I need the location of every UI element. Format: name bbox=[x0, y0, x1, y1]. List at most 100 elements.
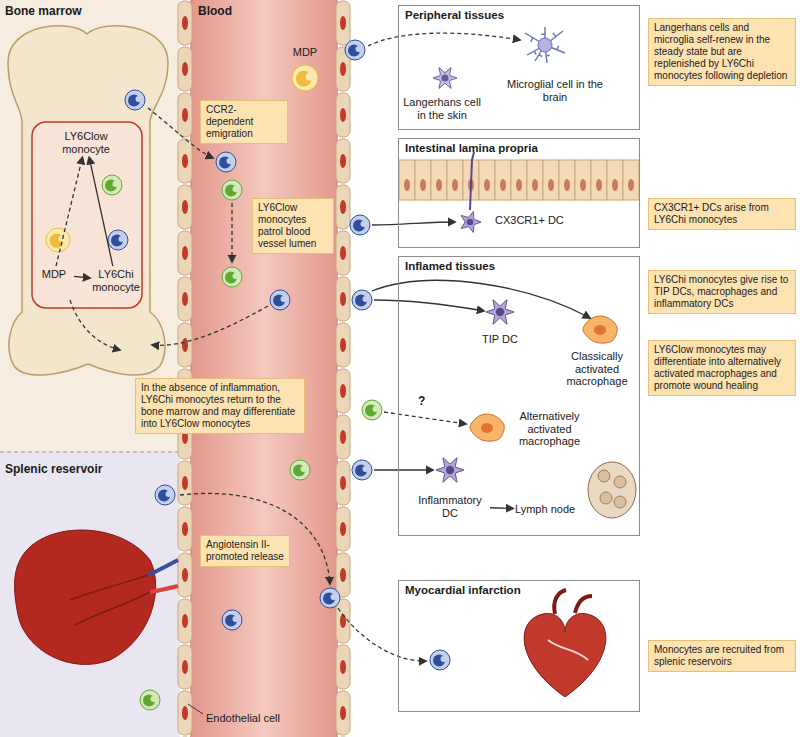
flow-arrow bbox=[372, 280, 590, 318]
endothelial-nucleus bbox=[340, 246, 346, 260]
cell-label: CX3CR1+ DC bbox=[495, 214, 564, 227]
endothelial-cell bbox=[336, 691, 350, 735]
note-box: LY6Chi monocytes give rise to TIP DCs, m… bbox=[648, 270, 796, 314]
macrophage bbox=[583, 316, 617, 343]
cell-label: TIP DC bbox=[478, 333, 522, 346]
node-text: LY6Chi monocyte bbox=[92, 268, 140, 293]
endothelial-cell bbox=[178, 553, 192, 597]
epithelial-cell bbox=[623, 160, 639, 200]
node-text: CCR2-dependent emigration bbox=[206, 104, 282, 140]
node-text: Angiotensin II-promoted release bbox=[206, 539, 284, 563]
illustration-layer bbox=[0, 0, 639, 737]
dendritic-cell bbox=[433, 68, 457, 89]
epithelial-cell bbox=[607, 160, 623, 200]
epithelial-nucleus bbox=[628, 179, 634, 191]
cell-label: LY6Clow monocyte bbox=[46, 130, 126, 155]
spleen bbox=[15, 530, 156, 664]
epithelial-nucleus bbox=[500, 179, 506, 191]
endothelial-nucleus bbox=[340, 706, 346, 720]
question-mark: ? bbox=[418, 394, 425, 408]
endothelial-cell bbox=[336, 369, 350, 413]
note-box: In the absence of inflammation, LY6Chi m… bbox=[135, 378, 305, 434]
epithelial-cell bbox=[495, 160, 511, 200]
monocyte bbox=[345, 40, 365, 60]
epithelial-cell bbox=[511, 160, 527, 200]
monocyte bbox=[352, 460, 372, 480]
endothelial-cell bbox=[178, 691, 192, 735]
lymph-follicle bbox=[600, 492, 612, 504]
node-text: Inflamed tissues bbox=[399, 257, 639, 275]
node-text: Microglial cell in the brain bbox=[500, 78, 610, 103]
epithelial-cell bbox=[543, 160, 559, 200]
monocyte bbox=[270, 290, 290, 310]
cell-label: Lymph node bbox=[515, 503, 575, 516]
flow-arrow bbox=[372, 222, 455, 225]
note-box: Monocytes are recruited from splenic res… bbox=[648, 640, 796, 672]
progenitor-cell bbox=[46, 228, 70, 252]
endothelial-nucleus bbox=[340, 430, 346, 444]
node-text: Inflammatory DC bbox=[412, 494, 488, 519]
endothelial-cell bbox=[178, 323, 192, 367]
note-box: CX3CR1+ DCs arise from LY6Chi monocytes bbox=[648, 198, 796, 230]
endothelial-cell bbox=[336, 323, 350, 367]
lymph-node bbox=[588, 462, 636, 518]
monocyte bbox=[320, 588, 340, 608]
note-box: LY6Clow monocytes patrol blood vessel lu… bbox=[252, 198, 334, 254]
node-text: MDP bbox=[275, 46, 335, 59]
endothelial-nucleus bbox=[182, 660, 188, 674]
node-text: In the absence of inflammation, LY6Chi m… bbox=[141, 382, 299, 430]
endothelial-cell bbox=[178, 139, 192, 183]
epithelial-cell bbox=[399, 160, 415, 200]
connector bbox=[490, 507, 513, 509]
macrophage bbox=[470, 414, 504, 441]
monocyte bbox=[352, 290, 372, 310]
heart-vessels bbox=[554, 590, 592, 614]
node-text: LY6Clow monocytes patrol blood vessel lu… bbox=[258, 202, 328, 250]
endothelial-nucleus bbox=[182, 522, 188, 536]
node-text: Classically activated macrophage bbox=[556, 350, 638, 388]
node-text: Langerhans cells and microglia self-rene… bbox=[654, 22, 790, 82]
endothelial-nucleus bbox=[340, 108, 346, 122]
endothelial-nucleus bbox=[340, 62, 346, 76]
node-text: Alternatively activated macrophage bbox=[507, 410, 592, 448]
epithelial-cell bbox=[431, 160, 447, 200]
endothelial-cell bbox=[178, 93, 192, 137]
flow-arrow bbox=[384, 412, 466, 424]
note-box: LY6Clow monocytes may differentiate into… bbox=[648, 340, 796, 396]
blood-vessel-lumen bbox=[190, 0, 338, 737]
endothelial-cell bbox=[336, 231, 350, 275]
node-text: CX3CR1+ DCs arise from LY6Chi monocytes bbox=[654, 202, 790, 226]
flow-arrow bbox=[374, 300, 484, 311]
dendritic-cell bbox=[436, 458, 464, 482]
node-text: CX3CR1+ DC bbox=[495, 214, 564, 227]
epithelial-nucleus bbox=[452, 179, 458, 191]
connector bbox=[89, 157, 113, 266]
node-text: Myocardial infarction bbox=[399, 581, 639, 599]
leader-line bbox=[188, 704, 203, 714]
epithelial-cell bbox=[591, 160, 607, 200]
node-text: Peripheral tissues bbox=[399, 6, 639, 24]
splenic-vein bbox=[148, 560, 178, 575]
endothelial-cell bbox=[178, 231, 192, 275]
monocyte bbox=[125, 90, 145, 110]
endothelial-cell bbox=[336, 507, 350, 551]
splenic-vessels bbox=[70, 575, 150, 625]
endothelial-nucleus bbox=[340, 568, 346, 582]
epithelial-cell bbox=[575, 160, 591, 200]
endothelial-cell bbox=[336, 645, 350, 689]
endothelial-nucleus bbox=[182, 614, 188, 628]
node-text: LY6Clow monocyte bbox=[46, 130, 126, 155]
connector bbox=[56, 157, 82, 266]
endothelial-cell bbox=[336, 1, 350, 45]
note-box: Angiotensin II-promoted release bbox=[200, 535, 290, 567]
node-text: Lymph node bbox=[515, 503, 575, 516]
epithelial-nucleus bbox=[596, 179, 602, 191]
cell-label: MDP bbox=[275, 46, 335, 59]
epithelial-cell bbox=[559, 160, 575, 200]
monocyte bbox=[140, 690, 160, 710]
monocyte bbox=[102, 175, 122, 195]
endothelial-nucleus bbox=[182, 62, 188, 76]
endothelial-cell bbox=[336, 553, 350, 597]
endothelial-nucleus bbox=[182, 108, 188, 122]
